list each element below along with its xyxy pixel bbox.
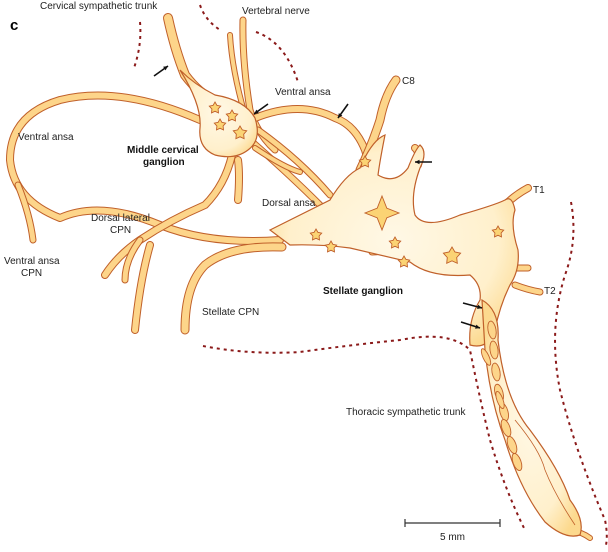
pointer-arrow — [460, 321, 481, 329]
boundary-thoracic-right — [554, 201, 608, 546]
boundary-ventral-ansa — [255, 31, 299, 83]
neuron-cell — [491, 225, 505, 238]
label-t1: T1 — [533, 185, 545, 196]
thoracic-trunk-body — [481, 298, 582, 537]
pointer-arrow — [337, 103, 349, 119]
neuron-cell — [225, 109, 239, 122]
neuron-cells — [208, 101, 505, 268]
labels: Cervical sympathetic trunk Vertebral ner… — [4, 1, 556, 418]
nerve-dorsal-ansa-3 — [252, 145, 303, 175]
nerve-ventral-ansa-cpn — [14, 181, 37, 244]
nerve-dorsal-ansa-1 — [254, 126, 334, 199]
fiber-segment — [489, 340, 499, 360]
label-dorsal-ansa: Dorsal ansa — [262, 198, 316, 209]
pointer-arrow — [415, 159, 432, 165]
neuron-cell — [213, 118, 227, 131]
label-t2: T2 — [544, 286, 556, 297]
label-stellate-ganglion: Stellate ganglion — [323, 286, 403, 297]
nerve-middle-cervical-stub — [234, 156, 243, 204]
label-ventral-ansa-cpn-2: CPN — [21, 268, 42, 279]
nerve-dorsal-lateral-cpn-fork — [121, 236, 144, 284]
fiber-segment — [511, 452, 523, 472]
neuron-cell — [388, 236, 402, 249]
panel-label: c — [10, 17, 18, 34]
scale-bar-label: 5 mm — [440, 532, 465, 543]
label-stellate-cpn: Stellate CPN — [202, 307, 259, 318]
pointer-arrow — [253, 103, 269, 115]
label-ventral-ansa-cpn-1: Ventral ansa — [4, 256, 60, 267]
neuron-cell — [442, 246, 462, 265]
neuron-cell — [309, 228, 323, 241]
fiber-segments — [480, 320, 523, 472]
fiber-segment — [495, 391, 505, 409]
neuron-cell — [397, 255, 411, 268]
nerve-cpn-descending — [131, 241, 154, 334]
label-ventral-ansa-right: Ventral ansa — [275, 87, 331, 98]
label-dorsal-lateral-cpn-1: Dorsal lateral — [91, 213, 150, 224]
boundary-thoracic-lower — [202, 335, 526, 531]
fiber-segment — [480, 348, 492, 366]
nerve-dorsal-lateral-cpn — [101, 151, 236, 279]
neuron-cell — [324, 240, 338, 253]
thoracic-inner-fiber — [514, 419, 576, 526]
scale-bar: 5 mm — [404, 519, 501, 543]
nerve-stellate-cpn — [180, 242, 287, 335]
label-c8: C8 — [402, 76, 415, 87]
label-middle-cervical-ganglion-2: ganglion — [143, 157, 185, 168]
neuron-cell — [208, 101, 222, 114]
label-cervical-sympathetic-trunk: Cervical sympathetic trunk — [40, 1, 158, 12]
label-ventral-ansa-left: Ventral ansa — [18, 132, 74, 143]
fiber-segment — [487, 320, 497, 340]
pointer-arrow — [153, 65, 169, 77]
boundary-cervical-left — [133, 21, 142, 69]
neuron-cell — [232, 125, 248, 140]
label-middle-cervical-ganglion-1: Middle cervical — [127, 145, 199, 156]
arrows — [153, 65, 483, 329]
neuron-cell — [358, 155, 372, 168]
label-thoracic-sympathetic-trunk: Thoracic sympathetic trunk — [346, 407, 466, 418]
label-vertebral-nerve: Vertebral nerve — [242, 6, 310, 17]
pointer-arrow — [462, 302, 483, 309]
label-dorsal-lateral-cpn-2: CPN — [110, 225, 131, 236]
neuron-cell — [363, 194, 401, 232]
fiber-segment — [491, 362, 501, 382]
boundary-vertebral — [199, 4, 221, 31]
nerve-t2-root — [511, 281, 544, 296]
anatomical-boundaries — [133, 4, 608, 546]
